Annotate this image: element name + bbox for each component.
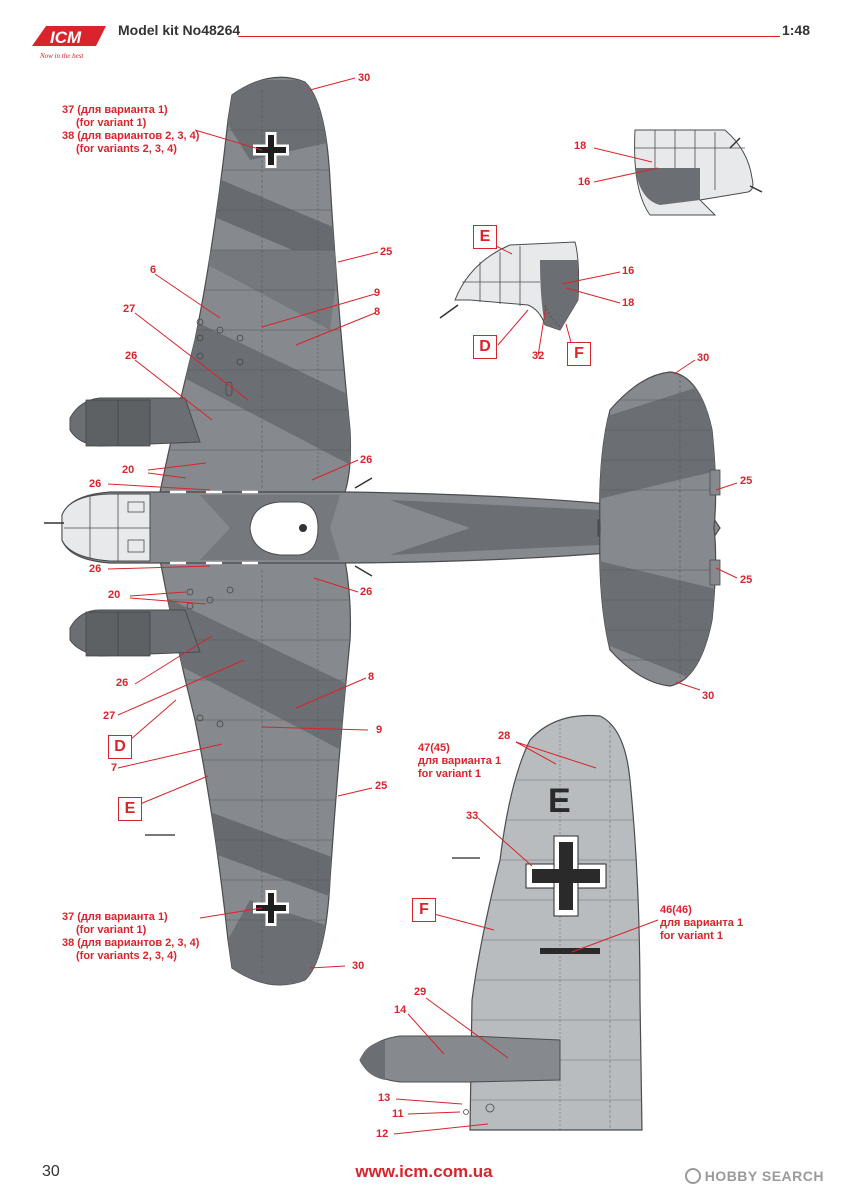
callout-26-c: 26 bbox=[89, 563, 102, 575]
nose-detail-top bbox=[634, 129, 763, 216]
website-link[interactable]: www.icm.com.ua bbox=[355, 1162, 493, 1181]
callout-18-a: 18 bbox=[574, 140, 587, 152]
view-letter-f-side: F bbox=[412, 898, 436, 922]
callout-27-upper: 27 bbox=[123, 303, 136, 315]
callout-16-b: 16 bbox=[622, 265, 635, 277]
note-line: (for variant 1) bbox=[76, 117, 147, 129]
logo-tagline: Now in the best bbox=[39, 52, 84, 60]
view-letter-d-wing: D bbox=[108, 735, 132, 759]
header-rule bbox=[238, 36, 780, 37]
callout-28: 28 bbox=[498, 730, 511, 742]
callout-12: 12 bbox=[376, 1128, 389, 1140]
watermark-ring-icon bbox=[684, 1168, 701, 1184]
side-fin-code: E bbox=[548, 782, 571, 820]
callout-7: 7 bbox=[111, 762, 118, 774]
leader-lines bbox=[107, 77, 738, 1135]
callout-26-lower: 26 bbox=[116, 677, 129, 689]
callout-9-upper: 9 bbox=[374, 287, 381, 299]
callout-8-upper: 8 bbox=[374, 306, 381, 318]
dorsal-gun-position bbox=[249, 501, 319, 556]
callout-27-lower: 27 bbox=[103, 710, 116, 722]
glazed-nose bbox=[61, 493, 151, 562]
note-line: 38 (для вариантов 2, 3, 4) bbox=[62, 130, 200, 142]
callout-16-a: 16 bbox=[578, 176, 591, 188]
icm-logo: ICM Now in the best bbox=[32, 26, 106, 60]
note-line: 46(46) bbox=[660, 904, 692, 916]
note-line: (for variants 2, 3, 4) bbox=[76, 143, 177, 155]
callout-20-lower: 20 bbox=[108, 589, 121, 601]
note-line: 37 (для варианта 1) bbox=[62, 104, 168, 116]
note-line: для варианта 1 bbox=[660, 917, 744, 929]
callout-25-upper: 25 bbox=[380, 246, 393, 258]
callout-33: 33 bbox=[466, 810, 479, 822]
nose-detail-side bbox=[439, 241, 580, 331]
view-letter-f-nose: F bbox=[567, 342, 591, 366]
callout-25-lower: 25 bbox=[375, 780, 388, 792]
note-line: (for variant 1) bbox=[76, 924, 147, 936]
logo-text: ICM bbox=[50, 28, 82, 47]
callout-25-tail-a: 25 bbox=[740, 475, 753, 487]
callout-13: 13 bbox=[378, 1092, 391, 1104]
callout-20-upper: 20 bbox=[122, 464, 135, 476]
callout-30-top: 30 bbox=[358, 72, 371, 84]
scale-label: 1:48 bbox=[781, 22, 810, 38]
note-line: for variant 1 bbox=[660, 930, 723, 942]
view-letter-e-nose: E bbox=[473, 225, 497, 249]
callout-26-d: 26 bbox=[360, 586, 373, 598]
view-letter-e-wing: E bbox=[118, 797, 142, 821]
callout-25-tail-b: 25 bbox=[740, 574, 753, 586]
note-line: 38 (для вариантов 2, 3, 4) bbox=[62, 937, 200, 949]
side-view-fin: E bbox=[359, 714, 643, 1131]
note-lower-wing-decal: 37 (для варианта 1) (for variant 1) 38 (… bbox=[62, 911, 199, 963]
callout-11: 11 bbox=[392, 1108, 404, 1120]
watermark-text: HOBBY SEARCH bbox=[704, 1168, 824, 1184]
tailplane-top bbox=[599, 371, 721, 687]
callout-30-bottom: 30 bbox=[352, 960, 365, 972]
note-line: 37 (для варианта 1) bbox=[62, 911, 168, 923]
callout-30-tail-top: 30 bbox=[697, 352, 710, 364]
engine-nacelle-upper bbox=[69, 397, 201, 447]
callout-30-tail-bottom: 30 bbox=[702, 690, 715, 702]
note-decal-47: 47(45) для варианта 1 for variant 1 bbox=[418, 742, 501, 781]
callout-26-upper: 26 bbox=[125, 350, 138, 362]
note-line: 47(45) bbox=[418, 742, 450, 754]
callout-18-b: 18 bbox=[622, 297, 635, 309]
callout-9-lower: 9 bbox=[376, 724, 383, 736]
view-letter-d-nose: D bbox=[473, 335, 497, 359]
callout-26-a: 26 bbox=[89, 478, 102, 490]
note-decal-46: 46(46) для варианта 1 for variant 1 bbox=[660, 904, 743, 943]
balkenkreuz-side bbox=[525, 835, 607, 917]
model-kit-number: Model kit No48264 bbox=[118, 22, 241, 38]
watermark: HOBBY SEARCH bbox=[684, 1168, 824, 1184]
logo-swoosh bbox=[32, 26, 106, 46]
callout-26-b: 26 bbox=[360, 454, 373, 466]
callout-32: 32 bbox=[532, 350, 545, 362]
callout-29: 29 bbox=[414, 986, 427, 998]
note-line: для варианта 1 bbox=[418, 755, 502, 767]
page-number: 30 bbox=[42, 1163, 60, 1180]
callout-6: 6 bbox=[150, 264, 157, 276]
balkenkreuz-upper bbox=[253, 132, 289, 168]
note-line: (for variants 2, 3, 4) bbox=[76, 950, 177, 962]
callout-14: 14 bbox=[394, 1004, 407, 1016]
note-line: for variant 1 bbox=[418, 768, 481, 780]
balkenkreuz-lower bbox=[253, 890, 289, 926]
engine-nacelle-lower bbox=[69, 609, 201, 657]
callout-8-lower: 8 bbox=[368, 671, 375, 683]
note-upper-wing-decal: 37 (для варианта 1) (for variant 1) 38 (… bbox=[62, 104, 199, 156]
